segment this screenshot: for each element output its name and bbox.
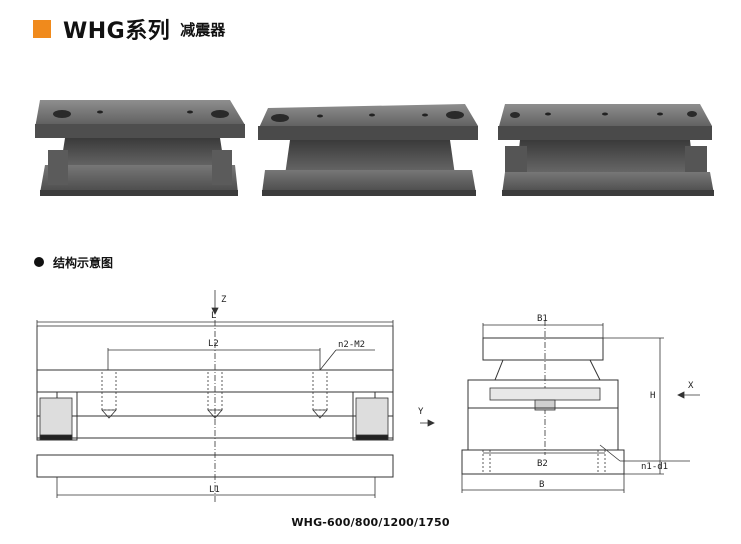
side-hole-label: n1-d1 bbox=[641, 462, 668, 472]
section-title: 结构示意图 bbox=[53, 255, 114, 270]
series-title: WHG系列 bbox=[63, 19, 171, 44]
product-photo-1 bbox=[35, 100, 245, 196]
category-title: 减震器 bbox=[180, 20, 226, 39]
structure-drawing: Z L L2 n2-M2 Y L1 B1 H X B2 n1-d1 B bbox=[36, 290, 700, 502]
x-axis-label: X bbox=[688, 381, 694, 391]
height-h-label: H bbox=[650, 391, 655, 401]
width-b2-label: B2 bbox=[537, 459, 548, 469]
page-header: WHG系列 减震器 bbox=[33, 13, 225, 45]
length-l2-label: L2 bbox=[208, 339, 219, 349]
product-photos bbox=[35, 100, 714, 196]
y-axis-label: Y bbox=[418, 407, 424, 417]
length-l-label: L bbox=[211, 311, 216, 321]
width-b1-label: B1 bbox=[537, 314, 548, 324]
front-hole-label: n2-M2 bbox=[338, 340, 365, 350]
accent-square-icon bbox=[33, 20, 51, 38]
width-b-label: B bbox=[539, 480, 544, 490]
section-label: 结构示意图 bbox=[34, 252, 113, 272]
length-l1-label: L1 bbox=[209, 485, 220, 495]
bullet-icon bbox=[34, 257, 44, 267]
z-axis-label: Z bbox=[221, 295, 227, 305]
model-caption: WHG-600/800/1200/1750 bbox=[291, 516, 450, 529]
product-photo-3 bbox=[498, 104, 714, 196]
product-photo-2 bbox=[258, 104, 478, 196]
